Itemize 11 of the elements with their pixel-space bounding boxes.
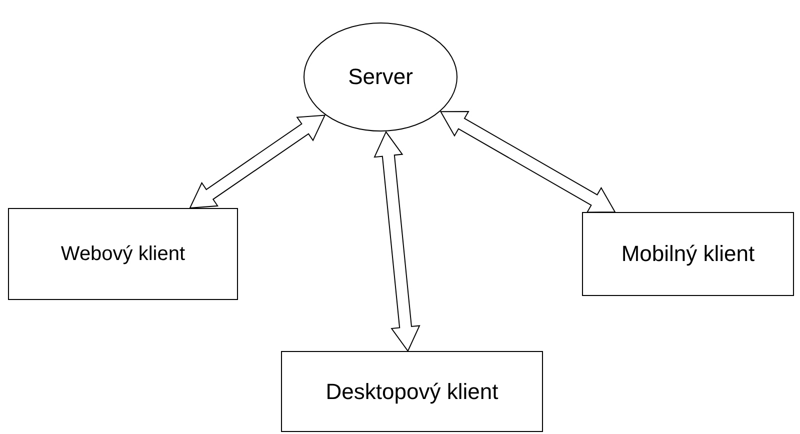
node-label: Server <box>348 64 413 90</box>
client-box <box>582 212 794 296</box>
server-ellipse <box>303 22 458 132</box>
double-arrow <box>189 114 326 209</box>
node-label: Webový klient <box>60 242 186 266</box>
double-arrow <box>374 130 420 352</box>
client-box <box>281 351 543 432</box>
double-arrow <box>440 111 616 213</box>
node-label: Desktopový klient <box>326 378 498 404</box>
client-box <box>8 208 238 300</box>
node-label: Mobilný klient <box>621 241 755 267</box>
